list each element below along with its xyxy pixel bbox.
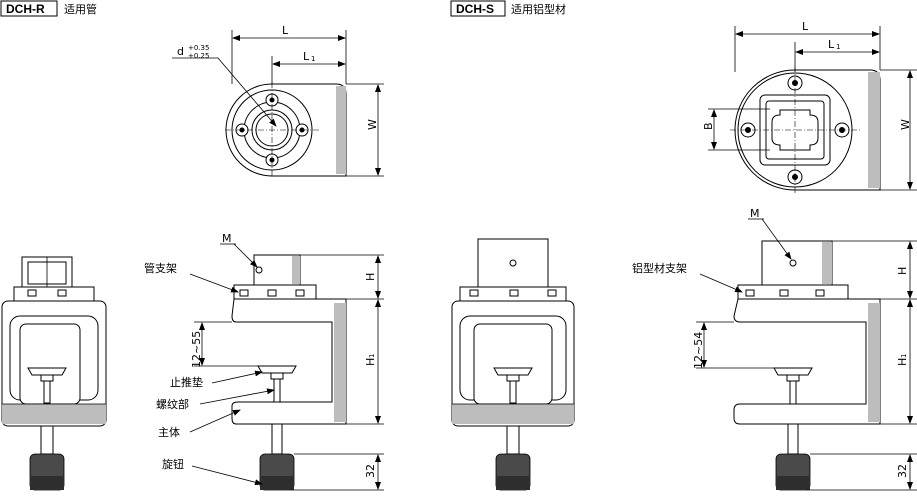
dim-h1-label: H — [364, 358, 377, 366]
dim-h-label: H — [364, 273, 377, 281]
model-code-dch-r: DCH-R — [6, 2, 45, 16]
callout-knob: 旋钮 — [162, 457, 184, 471]
callout-thrust-pad: 止推垫 — [170, 375, 203, 389]
header-dch-r: DCH-R 适用管 — [0, 0, 97, 17]
callout-main-body: 主体 — [158, 425, 180, 439]
model-code-dch-s: DCH-S — [456, 2, 494, 16]
dim-l1-label-s: L — [828, 38, 835, 51]
front-view-dch-r — [1, 256, 107, 491]
header-dch-s: DCH-S 适用铝型材 — [450, 0, 566, 17]
top-view-dch-r: d +0.35 +0.25 L L 1 W — [172, 24, 384, 178]
model-code-box — [0, 0, 58, 17]
dim-m-label: M — [222, 232, 232, 245]
dim-l1-label: L — [303, 50, 310, 63]
dim-h1-sub: 1 — [368, 354, 376, 358]
side-view-dch-s: H H 1 32 12~54 M 铝型材支架 — [632, 207, 917, 491]
dim-l1-sub: 1 — [311, 55, 315, 63]
dim-b-label: B — [702, 122, 715, 130]
dim-w-label: W — [366, 119, 379, 130]
dim-l-label-s: L — [802, 20, 809, 33]
model-desc-dch-r: 适用管 — [64, 2, 97, 16]
dim-l-label: L — [282, 24, 289, 37]
dim-l1-sub-s: 1 — [836, 43, 840, 51]
dim-clamp-range: 12~55 — [190, 331, 203, 368]
model-code-box — [450, 0, 506, 17]
front-view-dch-s — [451, 238, 575, 491]
dim-w-label-s: W — [899, 119, 912, 130]
side-view-dch-r: H H 1 32 12~55 M 管支架 止推垫 螺纹部 主体 旋钮 — [144, 232, 384, 491]
dim-knob-height-s: 32 — [896, 464, 909, 478]
dim-knob-height: 32 — [364, 464, 377, 478]
dim-clamp-range-s: 12~54 — [692, 332, 705, 369]
model-desc-dch-s: 适用铝型材 — [511, 2, 566, 16]
callout-thread: 螺纹部 — [156, 397, 189, 411]
dim-h1-sub-s: 1 — [900, 354, 908, 358]
dim-m-label-s: M — [750, 207, 760, 220]
dim-h-label-s: H — [896, 267, 909, 275]
top-view-dch-s: L L 1 W B — [702, 20, 917, 194]
callout-pipe-bracket: 管支架 — [144, 261, 177, 275]
dim-d-label: d — [177, 45, 184, 58]
dim-d-tol-lower: +0.25 — [188, 52, 209, 60]
dim-h1-label-s: H — [896, 358, 909, 366]
dim-d-tol-upper: +0.35 — [188, 44, 209, 52]
callout-profile-bracket: 铝型材支架 — [632, 261, 687, 275]
